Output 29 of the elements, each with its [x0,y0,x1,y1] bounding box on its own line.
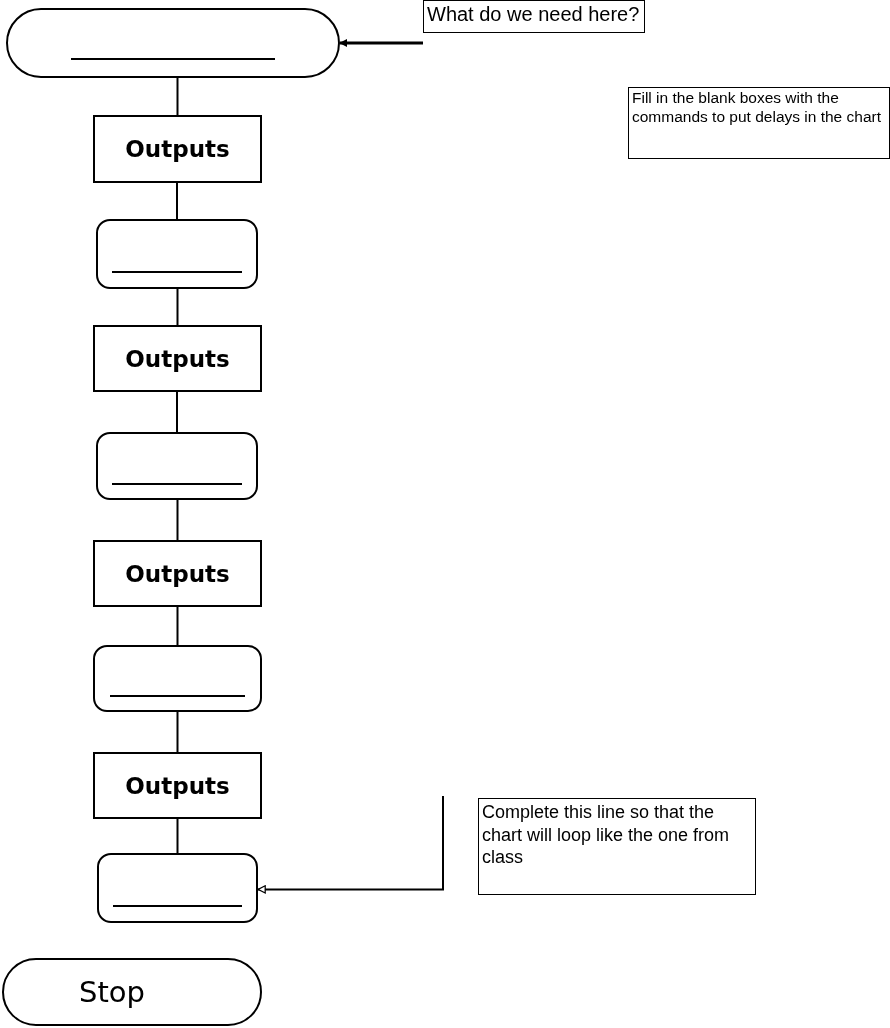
arrow [257,795,444,894]
connector-line [176,182,178,220]
note-box [478,798,756,895]
node-text: Outputs [125,560,230,587]
connector-line [176,818,179,854]
process-box [93,115,262,183]
node-text: Fill in the blank boxes with the commands to put delays in the chart [632,89,882,127]
connector-line [176,77,179,116]
connector-line [176,711,179,753]
node-text: Outputs [125,772,230,799]
rounded-box-blank [96,432,258,500]
node-text: Outputs [125,136,230,162]
node-text: Stop [79,975,145,1009]
process-box [93,752,262,819]
connector-line [176,391,178,433]
rounded-box-blank [96,219,258,289]
arrow [339,39,423,47]
process-box [93,325,262,392]
process-box [93,540,262,607]
node-text: Outputs [125,345,230,372]
connector-line [176,606,179,646]
connector-line [176,288,179,326]
rounded-box-blank [93,645,262,712]
rounded-box-blank [97,853,258,923]
note-box [628,87,890,159]
note-box [423,0,645,33]
node-text: What do we need here? [427,3,641,26]
connector-line [176,499,179,541]
node-text: Complete this line so that the chart will loop like the one from class [482,801,731,869]
